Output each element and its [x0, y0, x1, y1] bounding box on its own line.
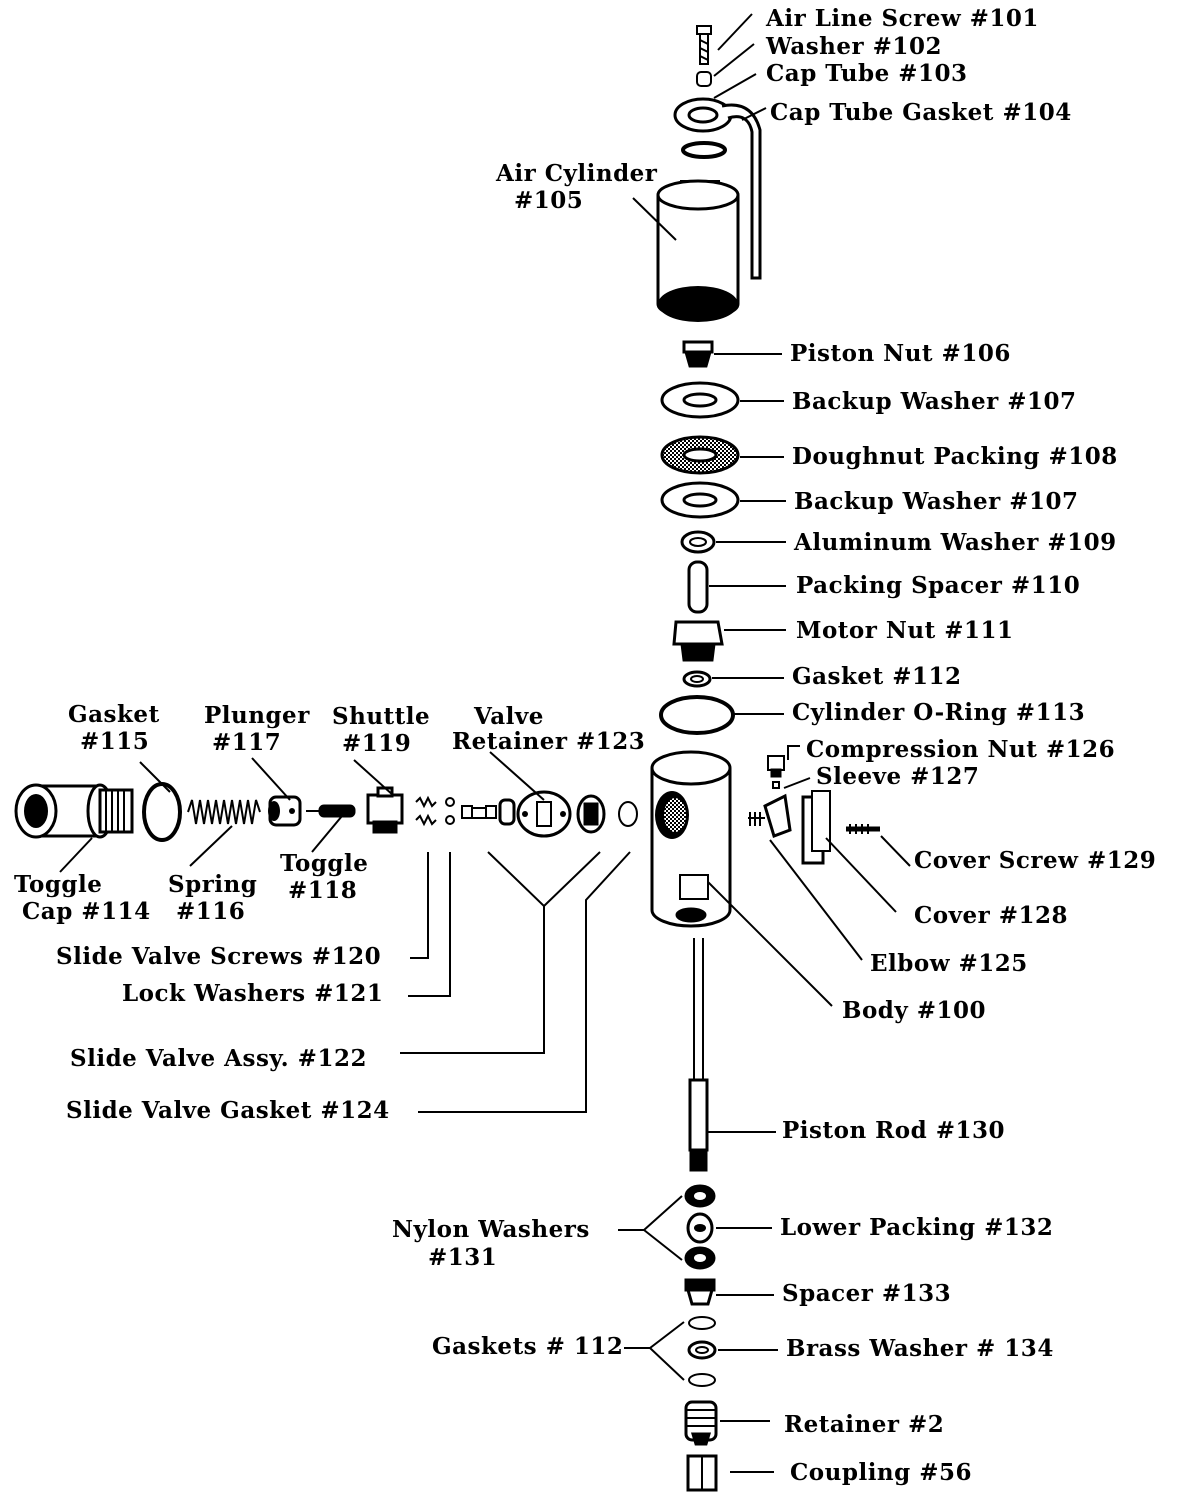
lower-packing-part: [686, 1212, 714, 1244]
packing-spacer-part: [687, 560, 709, 614]
washer-part: [696, 71, 712, 87]
label-plunger-number: #117: [212, 729, 282, 756]
label-valve-retainer: Valve: [474, 703, 544, 730]
cap-tube-gasket-part: [681, 141, 727, 159]
motor-nut-part: [672, 620, 724, 662]
label-slide-valve-gasket: Slide Valve Gasket #124: [66, 1097, 390, 1124]
label-cap-tube-gasket: Cap Tube Gasket #104: [770, 99, 1072, 126]
retainer-2-part: [684, 1400, 718, 1446]
doughnut-packing-part: [660, 435, 740, 475]
leader-lines: [59, 13, 911, 1473]
cover-part: [801, 790, 831, 865]
label-backup-washer-2: Backup Washer #107: [794, 488, 1079, 515]
plunger-part: [268, 795, 302, 827]
label-shuttle-number: #119: [342, 730, 412, 757]
lock-washers-part: [445, 797, 455, 825]
label-nylon-washers: Nylon Washers: [392, 1216, 590, 1243]
label-cap-tube: Cap Tube #103: [766, 60, 968, 87]
label-gaskets-112: Gaskets # 112: [432, 1333, 624, 1360]
label-slide-valve-assy: Slide Valve Assy. #122: [70, 1045, 367, 1072]
label-spacer: Spacer #133: [782, 1280, 952, 1307]
coupling-part: [686, 1454, 718, 1492]
retainer-gasket-part: [576, 794, 606, 834]
air-line-screw-part: [696, 25, 712, 65]
toggle-part: [306, 804, 356, 818]
label-nylon-washers-number: #131: [428, 1244, 498, 1271]
backup-washer-part: [660, 381, 740, 419]
slide-valve-gasket-part: [618, 801, 638, 827]
label-brass-washer: Brass Washer # 134: [786, 1335, 1054, 1362]
piston-rod-part: [688, 938, 709, 1172]
body-part: [650, 750, 732, 928]
label-gasket-115: Gasket: [68, 701, 160, 728]
valve-retainer-part: [516, 790, 572, 838]
label-toggle-number: #118: [288, 877, 358, 904]
label-sleeve: Sleeve #127: [816, 763, 980, 790]
label-toggle: Toggle: [280, 850, 369, 877]
label-elbow: Elbow #125: [870, 950, 1028, 977]
label-air-line-screw: Air Line Screw #101: [766, 5, 1039, 32]
brass-washer-part: [687, 1340, 717, 1360]
gasket-112-top: [688, 1316, 716, 1330]
label-body: Body #100: [842, 997, 987, 1024]
label-cylinder-o-ring: Cylinder O-Ring #113: [792, 699, 1086, 726]
cover-screw-part: [846, 824, 880, 834]
label-gasket-112: Gasket #112: [792, 663, 962, 690]
label-slide-valve-screws: Slide Valve Screws #120: [56, 943, 382, 970]
cylinder-o-ring-part: [659, 695, 735, 735]
toggle-cap-part: [14, 783, 134, 839]
label-piston-nut: Piston Nut #106: [790, 340, 1011, 367]
label-packing-spacer: Packing Spacer #110: [796, 572, 1081, 599]
label-spring-number: #116: [176, 898, 246, 925]
label-cover: Cover #128: [914, 902, 1069, 929]
slide-valve-screws-part: [415, 795, 437, 827]
label-aluminum-washer: Aluminum Washer #109: [794, 529, 1117, 556]
label-gasket-115-number: #115: [80, 728, 150, 755]
aluminum-washer-part: [680, 530, 716, 554]
label-backup-washer-1: Backup Washer #107: [792, 388, 1077, 415]
spacer-part: [684, 1278, 716, 1306]
label-spring: Spring: [168, 871, 258, 898]
label-air-cylinder-number: #105: [514, 187, 584, 214]
air-cylinder-part: [656, 179, 740, 322]
cap-tube-part: [673, 97, 762, 280]
gasket-112-bottom: [688, 1373, 716, 1387]
label-valve-retainer-number: Retainer #123: [452, 728, 646, 755]
label-coupling: Coupling #56: [790, 1459, 973, 1486]
label-air-cylinder: Air Cylinder: [496, 160, 658, 187]
elbow-part: [748, 793, 792, 838]
nylon-washer-part-bottom: [684, 1246, 716, 1270]
spring-part: [187, 799, 261, 825]
label-lower-packing: Lower Packing #132: [780, 1214, 1054, 1241]
label-doughnut-packing: Doughnut Packing #108: [792, 443, 1118, 470]
slide-valve-assy-part: [461, 798, 516, 826]
label-cover-screw: Cover Screw #129: [914, 847, 1157, 874]
label-motor-nut: Motor Nut #111: [796, 617, 1014, 644]
label-plunger: Plunger: [204, 702, 310, 729]
piston-nut-part: [682, 340, 714, 368]
backup-washer-part-2: [660, 481, 740, 519]
label-toggle-cap: Toggle: [14, 871, 103, 898]
label-lock-washers: Lock Washers #121: [122, 980, 384, 1007]
label-retainer-2: Retainer #2: [784, 1411, 945, 1438]
compression-nut-part: [767, 755, 785, 789]
gasket-115-part: [142, 782, 182, 842]
label-piston-rod: Piston Rod #130: [782, 1117, 1006, 1144]
gasket-part: [682, 670, 712, 688]
label-washer-102: Washer #102: [766, 33, 942, 60]
label-toggle-cap-number: Cap #114: [22, 898, 151, 925]
nylon-washer-part-top: [684, 1184, 716, 1208]
label-compression-nut: Compression Nut #126: [806, 736, 1116, 763]
shuttle-part: [366, 786, 404, 834]
label-shuttle: Shuttle: [332, 703, 431, 730]
